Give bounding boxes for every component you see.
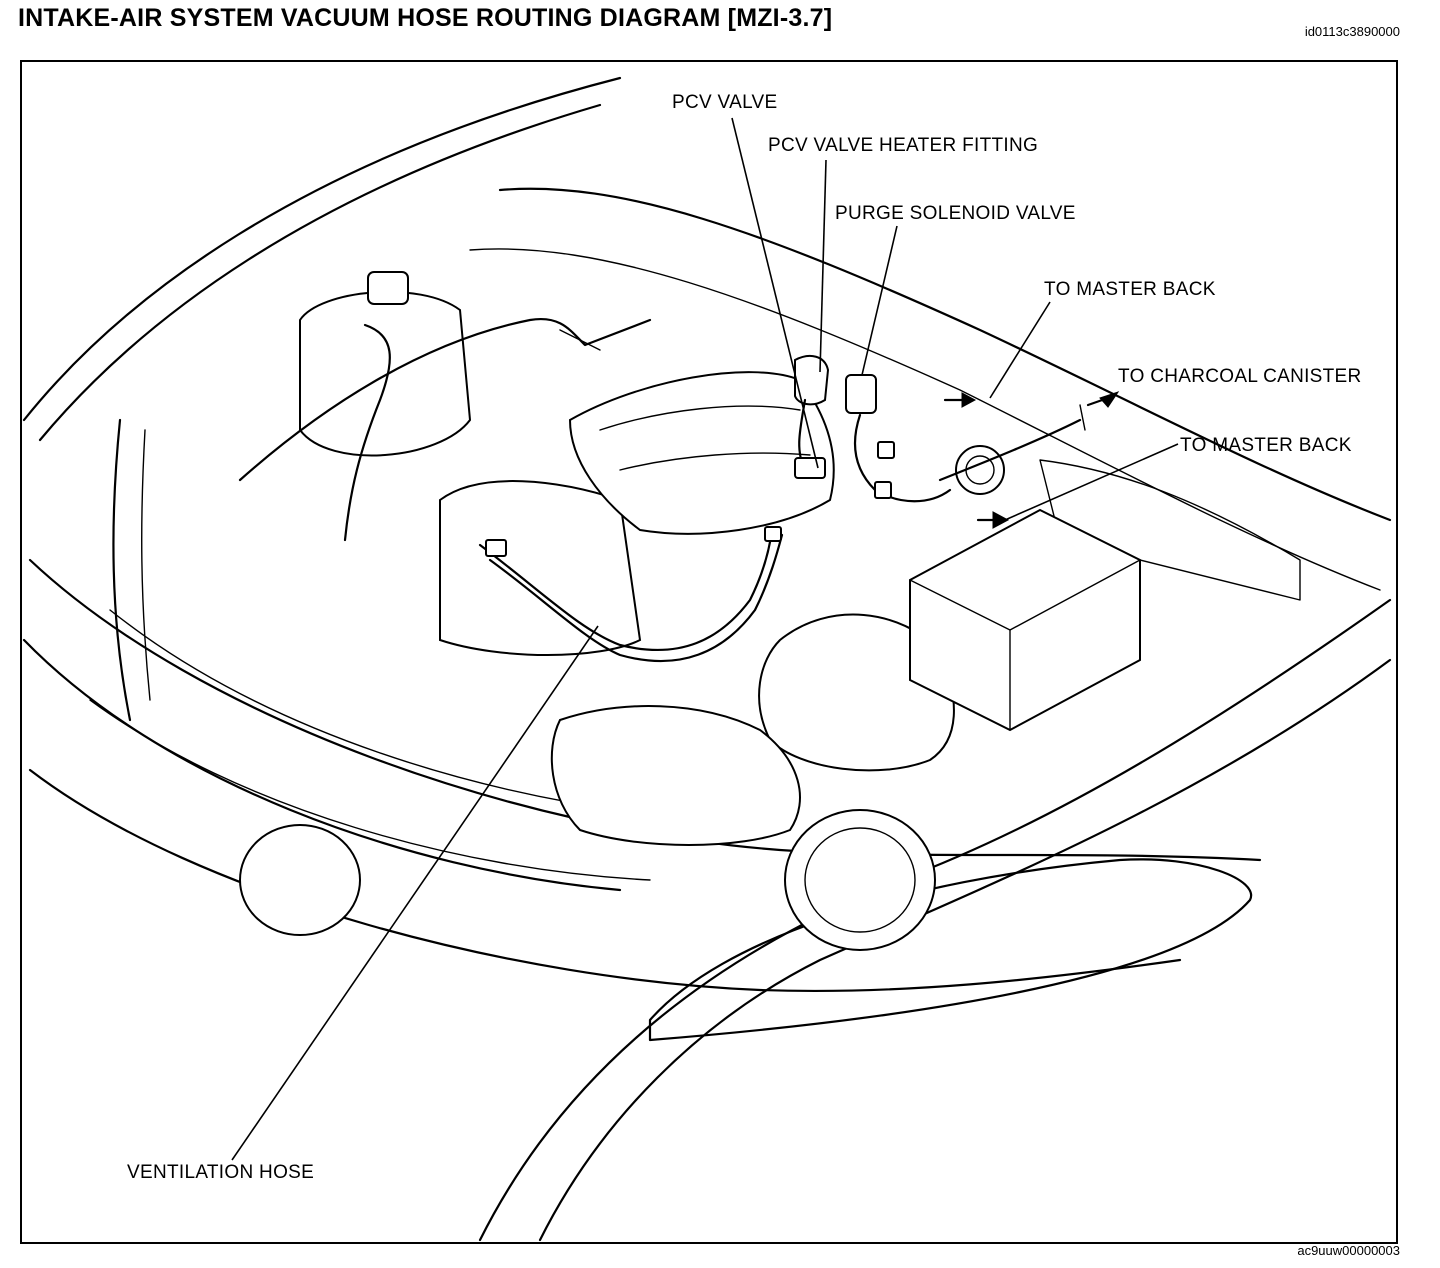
diagram-frame <box>20 60 1398 1244</box>
purge-solenoid-hose <box>853 413 952 503</box>
leader-pcv-heater <box>819 159 827 373</box>
front-bumper-lower <box>28 768 1182 993</box>
engine-cover <box>568 371 835 535</box>
intake-duct <box>758 613 955 772</box>
canister-line <box>938 418 1082 482</box>
ventilation-hose <box>478 528 774 652</box>
leader-master-back-lower <box>1004 443 1179 521</box>
coolant-reservoir <box>299 290 472 457</box>
fascia-curve <box>22 638 622 892</box>
label-pcv-valve: PCV VALVE <box>672 92 778 113</box>
reservoir-cap <box>367 271 409 305</box>
document-id: id0113c3890000 <box>1304 24 1400 39</box>
fog-lamp-left <box>239 824 361 936</box>
hood-outline <box>22 76 622 422</box>
cowl-panel <box>498 187 1392 522</box>
figure-id: ac9uuw00000003 <box>1297 1243 1400 1258</box>
purge-solenoid-body <box>845 374 877 414</box>
headlamp-edge <box>648 858 1253 1042</box>
arrow-to-charcoal-canister <box>1099 391 1120 408</box>
page-title: INTAKE-AIR SYSTEM VACUUM HOSE ROUTING DI… <box>18 4 833 32</box>
brake-line <box>238 317 652 482</box>
intake-duct-lower <box>550 705 801 846</box>
label-to-charcoal-canister: TO CHARCOAL CANISTER <box>1118 366 1362 387</box>
label-to-master-back-lower: TO MASTER BACK <box>1180 435 1352 456</box>
leader-ventilation-hose <box>231 625 599 1161</box>
cowl-panel-inner <box>469 248 1381 591</box>
left-fender-crease <box>112 418 132 722</box>
label-ventilation-hose: VENTILATION HOSE <box>127 1162 315 1183</box>
leader-purge-solenoid <box>861 225 898 376</box>
pcv-connector <box>794 457 826 479</box>
label-purge-solenoid-valve: PURGE SOLENOID VALVE <box>835 203 1076 224</box>
leader-pcv-valve <box>731 117 819 469</box>
ventilation-hose-clamp <box>764 526 782 542</box>
air-cleaner-box <box>439 480 642 656</box>
label-pcv-valve-heater-fitting: PCV VALVE HEATER FITTING <box>768 135 1039 156</box>
leader-master-back-upper <box>989 301 1051 399</box>
fog-lamp-right <box>784 809 936 951</box>
hood-lip <box>38 103 602 442</box>
grille-bottom <box>89 699 651 881</box>
reservoir-hose <box>343 323 391 542</box>
left-fender-crease-2 <box>141 429 151 701</box>
battery <box>909 508 1141 732</box>
label-to-master-back-upper: TO MASTER BACK <box>1044 279 1216 300</box>
